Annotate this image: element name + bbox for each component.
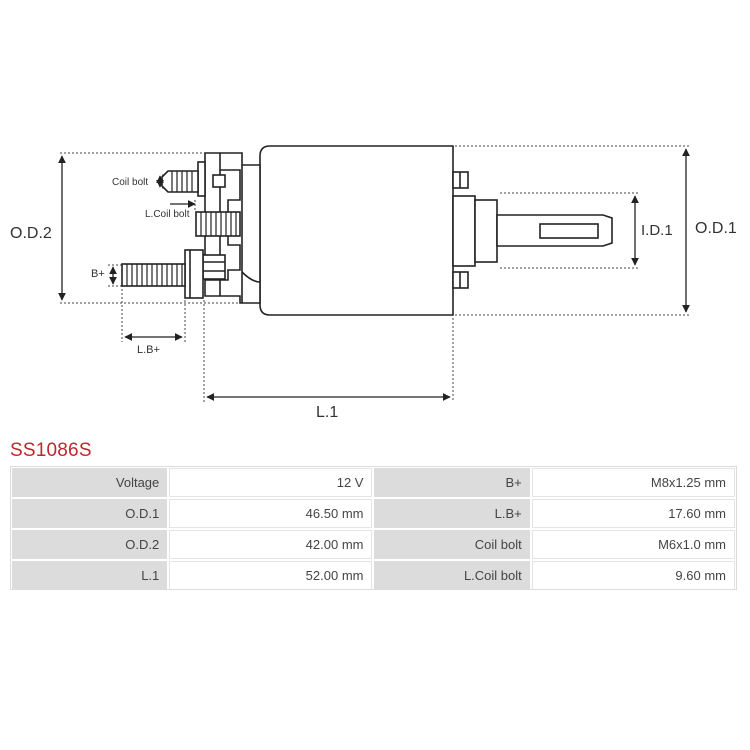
spec-label: O.D.2: [12, 530, 168, 559]
label-b-plus: B+: [91, 268, 105, 280]
label-od1: O.D.1: [695, 220, 737, 237]
thread-marks: [126, 171, 237, 286]
spec-value: M8x1.25 mm: [531, 468, 735, 497]
label-lb: L.B+: [137, 344, 160, 356]
label-od2: O.D.2: [10, 225, 52, 242]
spec-value: 9.60 mm: [531, 561, 735, 590]
spec-value: 52.00 mm: [169, 561, 373, 590]
solenoid-technical-drawing: O.D.2 O.D.1 I.D.1 L.1 L.B+ B+ Coil bolt …: [10, 145, 737, 421]
label-id1: I.D.1: [641, 222, 673, 239]
part-number-title: SS1086S: [10, 440, 92, 461]
dimension-arrows: [58, 148, 690, 401]
spec-value: 46.50 mm: [169, 499, 373, 528]
spec-value: 42.00 mm: [169, 530, 373, 559]
label-coil-bolt: Coil bolt: [112, 177, 148, 188]
spec-value: 12 V: [169, 468, 373, 497]
spec-value: M6x1.0 mm: [531, 530, 735, 559]
label-l-coil-bolt: L.Coil bolt: [145, 209, 190, 220]
spec-value: 17.60 mm: [531, 499, 735, 528]
label-l1: L.1: [316, 404, 338, 421]
spec-label: Voltage: [12, 468, 168, 497]
spec-label: L.B+: [374, 499, 530, 528]
spec-label: L.1: [12, 561, 168, 590]
spec-label: L.Coil bolt: [374, 561, 530, 590]
spec-label: Coil bolt: [374, 530, 530, 559]
solenoid-body: [121, 145, 613, 316]
spec-label: B+: [374, 468, 530, 497]
spec-label: O.D.1: [12, 499, 168, 528]
